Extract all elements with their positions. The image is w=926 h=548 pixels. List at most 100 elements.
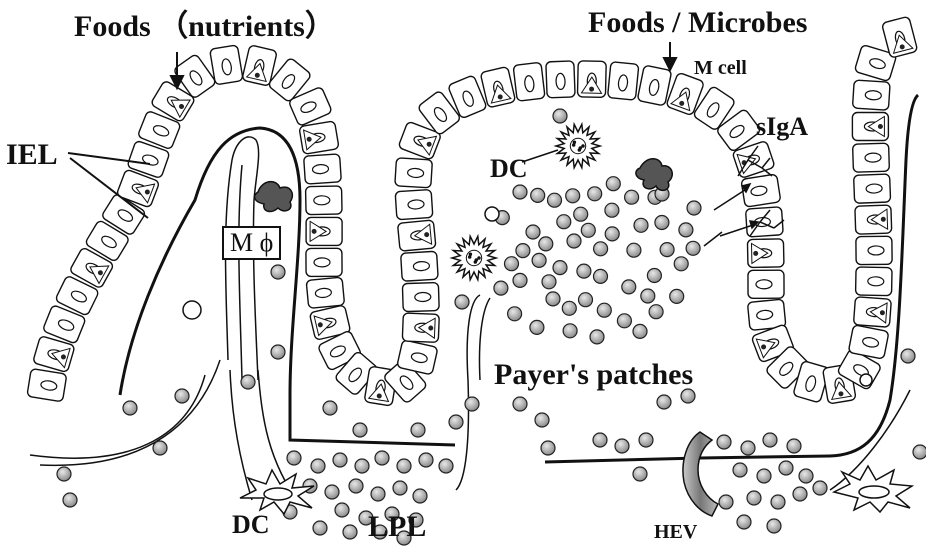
lymphocyte xyxy=(513,185,527,199)
lymphocyte xyxy=(577,264,591,278)
high-endothelial-venule xyxy=(683,432,718,516)
lymphocyte xyxy=(563,324,577,338)
lymphocyte xyxy=(123,401,137,415)
lymphocyte xyxy=(581,223,595,237)
dendritic-cell-bottom-right xyxy=(834,466,912,512)
lymphocyte xyxy=(413,489,427,503)
lpl-label: LPL xyxy=(368,512,426,542)
macrophage-label: M ϕ xyxy=(222,226,281,260)
lymphocyte xyxy=(539,237,553,251)
lymphocyte xyxy=(371,487,385,501)
lymphocyte xyxy=(411,423,425,437)
lymphocyte xyxy=(271,345,285,359)
lymphocyte xyxy=(548,193,562,207)
epithelial-cell xyxy=(401,251,439,281)
lymphocyte xyxy=(311,459,325,473)
epithelial-cell xyxy=(856,267,893,296)
lymphocyte xyxy=(343,525,357,539)
lymphocyte xyxy=(597,303,611,317)
lymphocyte xyxy=(687,201,701,215)
lymphocyte xyxy=(670,289,684,303)
lymphocyte xyxy=(679,223,693,237)
epithelial-cell xyxy=(856,236,892,264)
lymphocyte xyxy=(325,485,339,499)
lymphocyte xyxy=(787,439,801,453)
lymphocyte xyxy=(567,234,581,248)
lymphocyte xyxy=(562,301,576,315)
lymphocyte xyxy=(588,187,602,201)
lymphocyte xyxy=(175,389,189,403)
foods-nutrients-label: Foods （nutrients） xyxy=(74,12,335,42)
lymphocyte xyxy=(633,324,647,338)
lymphocyte xyxy=(241,375,255,389)
lymphocyte xyxy=(546,292,560,306)
lymphocyte xyxy=(393,481,407,495)
epithelial-cell xyxy=(852,113,888,141)
payers-patches-label: Payer's patches xyxy=(494,360,693,390)
lymphocyte xyxy=(513,397,527,411)
lymphocyte xyxy=(771,495,785,509)
epithelial-cell xyxy=(853,143,890,172)
lymphocyte xyxy=(557,215,571,229)
lymphocyte xyxy=(913,445,926,459)
iel-label: IEL xyxy=(6,140,58,170)
lymphocyte xyxy=(531,188,545,202)
dendritic-cell-left xyxy=(452,236,496,279)
lymphocyte xyxy=(375,451,389,465)
epithelial-cell xyxy=(27,368,67,401)
lymphocyte xyxy=(63,493,77,507)
lymphocyte xyxy=(313,521,327,535)
lymphocyte xyxy=(605,227,619,241)
lymphocyte xyxy=(605,203,619,217)
lymphocyte xyxy=(287,451,301,465)
lymphocyte xyxy=(615,439,629,453)
lymphocyte xyxy=(532,253,546,267)
lymphocyte xyxy=(153,441,167,455)
lymphocyte xyxy=(757,469,771,483)
lymphocyte xyxy=(733,463,747,477)
lymphocyte xyxy=(813,481,827,495)
lymphocyte xyxy=(793,487,807,501)
lymphocyte xyxy=(323,401,337,415)
epithelial-cell xyxy=(513,62,545,101)
epithelial-cell xyxy=(210,45,244,85)
epithelial-cell xyxy=(480,66,515,107)
epithelial-cell xyxy=(852,80,890,110)
lymphocyte xyxy=(541,441,555,455)
lymphocyte xyxy=(594,242,608,256)
lymphocyte xyxy=(639,433,653,447)
epithelial-cell xyxy=(402,283,439,312)
lymphocyte xyxy=(633,467,647,481)
epithelial-cell xyxy=(397,220,436,251)
lymphocyte xyxy=(767,519,781,533)
lymphocyte xyxy=(647,269,661,283)
lymphocyte xyxy=(535,413,549,427)
lymphocyte xyxy=(617,314,631,328)
lymphocyte xyxy=(465,397,479,411)
epithelial-cell xyxy=(402,313,439,342)
lymphocyte xyxy=(508,307,522,321)
lymphocyte xyxy=(747,491,761,505)
lymphocyte xyxy=(333,453,347,467)
lymphocyte xyxy=(741,441,755,455)
lymphocyte xyxy=(494,281,508,295)
lymphocyte xyxy=(606,177,620,191)
lymphocyte xyxy=(627,243,641,257)
lymphocyte xyxy=(553,261,567,275)
lymphocyte xyxy=(455,295,469,309)
epithelial-cell xyxy=(306,186,343,215)
lymphocyte xyxy=(719,495,733,509)
epithelial-cell xyxy=(299,121,339,155)
epithelial-cell xyxy=(306,248,342,276)
hev-label: HEV xyxy=(654,522,697,542)
epithelial-cell xyxy=(395,158,433,188)
lymphocyte xyxy=(622,280,636,294)
lymphocyte xyxy=(335,503,349,517)
lymphocyte xyxy=(779,461,793,475)
epithelial-cell xyxy=(395,189,433,219)
lymphocyte xyxy=(901,349,915,363)
lymphocyte xyxy=(634,218,648,232)
lymphocyte xyxy=(505,257,519,271)
epithelial-cell xyxy=(306,217,342,245)
